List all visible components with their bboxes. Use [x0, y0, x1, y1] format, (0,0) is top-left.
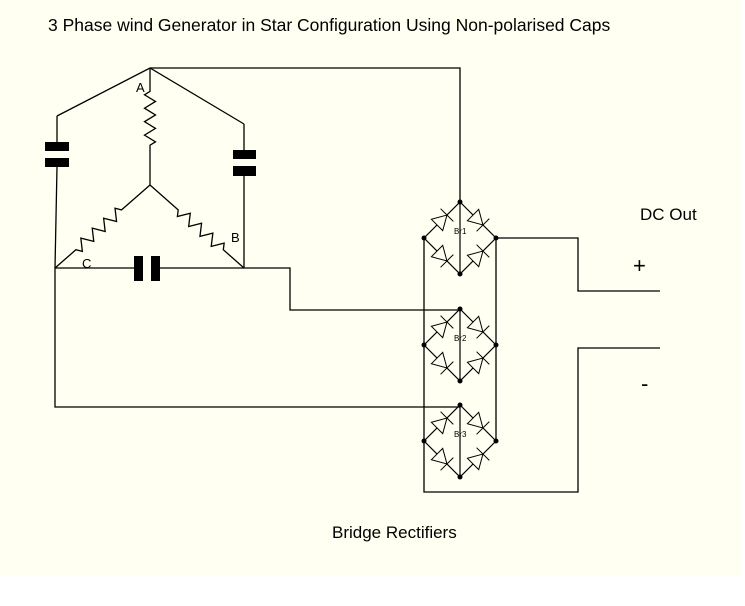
diode [466, 447, 490, 471]
capacitor-bottom [134, 256, 160, 281]
wire-phase-a-to-br1 [150, 67, 461, 202]
negative-terminal-label: - [641, 371, 648, 396]
bridge-rectifier-3: Br3 [421, 402, 499, 480]
bridge-rectifier-2: Br2 [421, 306, 499, 384]
winding-a [143, 68, 157, 185]
diode [466, 208, 490, 232]
diode [430, 447, 454, 471]
negative-rail [423, 238, 660, 493]
junction-dot [421, 438, 427, 444]
dc-out-label: DC Out [640, 205, 697, 224]
positive-rail [496, 237, 660, 292]
positive-terminal-label: + [633, 253, 646, 278]
diode [466, 351, 490, 375]
winding-label-c: C [82, 256, 91, 271]
junction-dot [457, 402, 463, 408]
capacitors [45, 142, 256, 281]
junction-dot [457, 199, 463, 205]
bridge-label: Br1 [454, 227, 467, 236]
junction-dot [493, 342, 499, 348]
junction-dot [457, 271, 463, 277]
winding-b [149, 184, 245, 269]
diode [430, 411, 454, 435]
winding-c [54, 184, 151, 269]
junction-dot [421, 342, 427, 348]
junction-dot [421, 235, 427, 241]
capacitor-left [45, 142, 69, 167]
winding-label-a: A [136, 80, 145, 95]
bridge-label: Br2 [454, 334, 467, 343]
capacitor-right [233, 150, 256, 176]
junction-dot [457, 474, 463, 480]
diagram-background [0, 0, 742, 576]
bridge-label: Br3 [454, 430, 467, 439]
diode [466, 244, 490, 268]
wiring [54, 67, 660, 493]
wire-phase-b-to-br2 [160, 267, 460, 311]
junction-dot [493, 438, 499, 444]
diode [430, 351, 454, 375]
diode [430, 208, 454, 232]
bridge-rectifier-1: Br1 [421, 199, 499, 277]
wire-cap-left-bottom [54, 166, 58, 269]
winding-label-b: B [231, 230, 240, 245]
junction-dot [493, 235, 499, 241]
diagram-title: 3 Phase wind Generator in Star Configura… [48, 15, 610, 35]
junction-dot [457, 306, 463, 312]
diode [430, 244, 454, 268]
diode [466, 411, 490, 435]
wire-phase-c-to-br3 [54, 268, 460, 408]
diode [466, 315, 490, 339]
diode [430, 315, 454, 339]
bridge-rectifiers-caption: Bridge Rectifiers [332, 523, 457, 542]
junction-dot [457, 378, 463, 384]
